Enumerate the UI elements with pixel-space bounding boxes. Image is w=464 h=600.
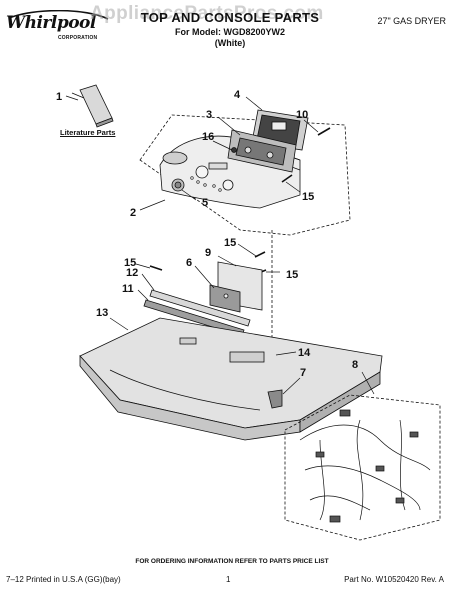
callout-15-d: 15: [124, 257, 136, 269]
callout-2: 2: [130, 207, 136, 219]
callout-11: 11: [122, 283, 134, 295]
literature-booklet: [71, 84, 114, 128]
callout-15-c: 15: [286, 269, 298, 281]
literature-parts-label: Literature Parts: [60, 128, 116, 137]
wire-harness: [299, 409, 431, 523]
callout-15-a: 15: [302, 191, 314, 203]
hinge-bracket: [267, 389, 283, 409]
mounting-bracket: [209, 261, 263, 313]
callout-6: 6: [186, 257, 192, 269]
callout-15-b: 15: [224, 237, 236, 249]
page-title: TOP AND CONSOLE PARTS: [140, 10, 320, 25]
leader-lines: [65, 95, 375, 395]
callout-10: 10: [296, 109, 308, 121]
ordering-note: FOR ORDERING INFORMATION REFER TO PARTS …: [135, 558, 329, 565]
brand-logo: Whirlpool CORPORATION: [6, 10, 110, 44]
callout-16: 16: [202, 131, 214, 143]
callout-8: 8: [352, 359, 358, 371]
callout-4: 4: [234, 89, 241, 101]
top-panel: [79, 317, 383, 441]
callout-13: 13: [96, 307, 108, 319]
callout-3: 3: [206, 109, 212, 121]
callout-14: 14: [298, 347, 311, 359]
callout-1: 1: [56, 91, 62, 103]
whirlpool-swoosh-icon: [8, 10, 109, 20]
callout-numbers: 1 2 3 4 5 6 7 8 9 10 11 12 13 14 15 15 1…: [56, 89, 358, 379]
knob: [171, 178, 185, 192]
variant-label: (White): [214, 38, 246, 48]
printed-info: 7–12 Printed in U.S.A (GG)(bay): [6, 575, 121, 584]
callout-5: 5: [202, 197, 208, 209]
brand-sub: CORPORATION: [58, 35, 98, 41]
console-board: [227, 129, 297, 173]
model-line: For Model: WGD8200YW2: [174, 27, 285, 37]
callout-7: 7: [300, 367, 306, 379]
callout-12: 12: [126, 267, 138, 279]
watermark: AppliancePartsPros.com: [90, 3, 324, 24]
product-type: 27" GAS DRYER: [377, 16, 446, 26]
page-number: 1: [226, 575, 231, 584]
brand-name: Whirlpool: [6, 13, 96, 33]
callout-9: 9: [205, 247, 211, 259]
document-part-number: Part No. W10520420 Rev. A: [344, 575, 444, 584]
console-group-outline: [139, 114, 351, 236]
